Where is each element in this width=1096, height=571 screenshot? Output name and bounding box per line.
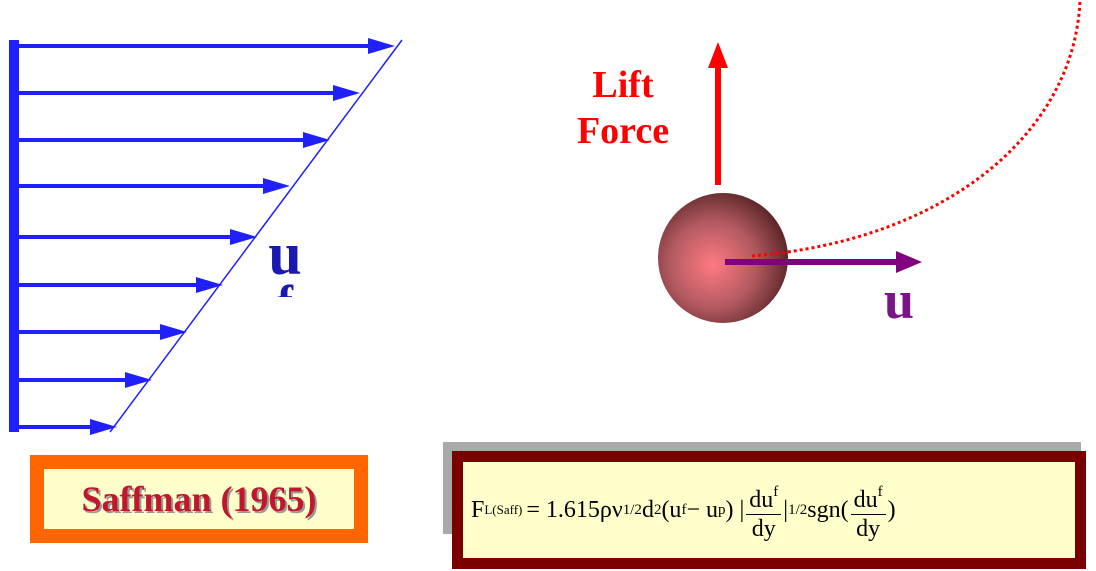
- fraction-2-num: du: [853, 486, 878, 513]
- fraction-2-num-sup: f: [877, 483, 883, 500]
- formula-d-exponent: 2: [653, 501, 662, 518]
- formula-nu-exponent: 1/2: [622, 501, 642, 518]
- formula-uf-sup: f: [681, 501, 687, 518]
- citation-text: Saffman (1965): [44, 469, 354, 529]
- formula-paren-close: ) |: [725, 496, 745, 523]
- flow-arrow: [19, 277, 223, 293]
- particle-sphere: [658, 193, 788, 323]
- flow-arrow: [19, 372, 152, 388]
- lift-arrow: [708, 42, 728, 185]
- formula-minus: − u: [686, 496, 718, 523]
- velocity-profile-line: [109, 39, 403, 433]
- fraction-2-den: dy: [856, 515, 881, 542]
- formula-close: ): [887, 496, 896, 523]
- formula-up-sup: p: [717, 501, 726, 518]
- formula-coefficient: = 1.615ρν: [526, 496, 623, 523]
- flow-arrow: [19, 229, 257, 245]
- particle-velocity-label: u: [884, 270, 915, 330]
- flow-arrow: [19, 419, 117, 435]
- formula-paren-open: (u: [661, 496, 682, 523]
- flow-arrows: [19, 38, 395, 435]
- fluid-velocity-superscript: f: [265, 279, 305, 298]
- formula-d: d: [641, 496, 654, 523]
- citation-box: Saffman (1965): [30, 455, 368, 543]
- formula-abs-close: |: [783, 496, 789, 523]
- flow-arrow: [19, 178, 290, 194]
- flow-arrow: [19, 132, 330, 148]
- flow-arrow: [19, 38, 395, 54]
- fraction-1-den: dy: [751, 515, 776, 542]
- particle-velocity-arrow: [725, 251, 922, 273]
- lift-force-label: Lift Force: [576, 64, 670, 152]
- trajectory-curve: [751, 0, 1082, 258]
- fraction-1-num: du: [749, 486, 774, 513]
- fluid-velocity-symbol: u: [268, 225, 302, 287]
- formula-fraction-2: duf dy: [850, 478, 886, 543]
- fraction-1-num-sup: f: [773, 483, 779, 500]
- wall-line: [9, 40, 19, 432]
- formula-lhs-subscript: L(Saff): [484, 502, 523, 517]
- flow-arrow: [19, 324, 187, 340]
- formula-abs-exponent: 1/2: [788, 501, 808, 518]
- formula-fraction-1: duf dy: [746, 478, 782, 543]
- formula-sgn: sgn(: [807, 496, 849, 523]
- fluid-velocity-label: u f: [265, 225, 305, 297]
- formula-lhs: F: [471, 496, 485, 523]
- flow-arrow: [19, 85, 360, 101]
